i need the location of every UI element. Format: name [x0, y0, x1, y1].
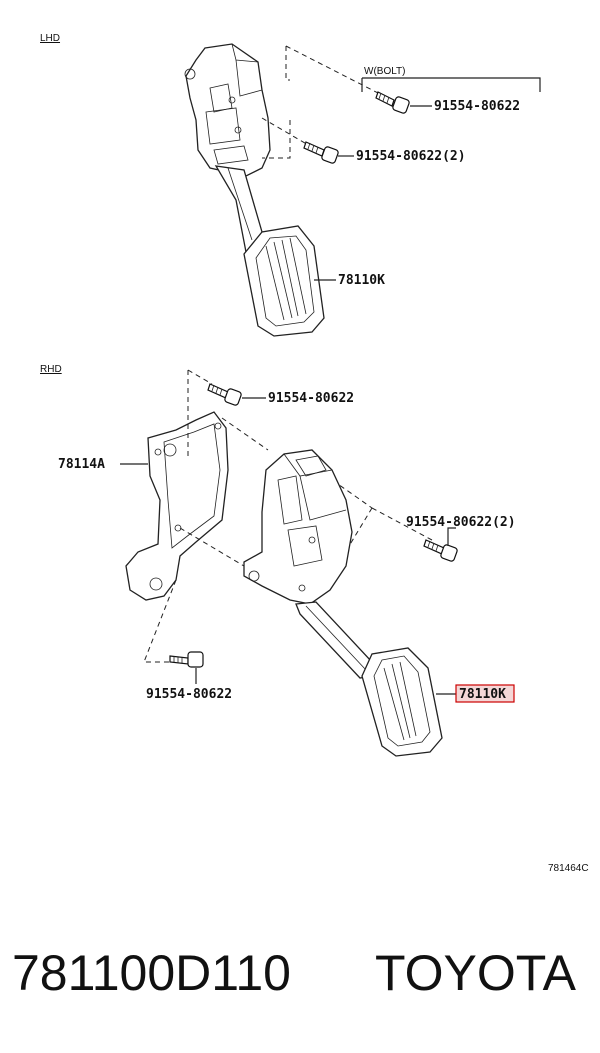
rhd-bolt-label-right: 91554-80622(2)	[406, 515, 516, 530]
lhd-pedal-label: 78110K	[338, 273, 385, 288]
lhd-bolt-1	[375, 91, 410, 114]
diagram-code: 781464C	[548, 863, 589, 874]
rhd-bolt-label-bottom: 91554-80622	[146, 687, 232, 702]
rhd-bolt-bottom	[169, 651, 204, 668]
lhd-pedal-assembly	[184, 43, 325, 337]
rhd-bolt-label-top: 91554-80622	[268, 391, 354, 406]
lhd-bolt-2	[303, 141, 339, 164]
rhd-bracket	[125, 411, 229, 601]
w-bolt-bracket	[361, 77, 541, 92]
lhd-bolt-label-2: 91554-80622(2)	[356, 149, 466, 164]
rhd-pedal-assembly	[243, 449, 443, 757]
rhd-bolt-top	[207, 383, 242, 406]
highlighted-part-box	[455, 684, 515, 703]
section-label-lhd: LHD	[40, 33, 60, 44]
rhd-bolt-right	[423, 539, 458, 562]
w-bolt-note: W(BOLT)	[364, 66, 405, 77]
section-label-rhd: RHD	[40, 364, 62, 375]
rhd-pedal-label: 78110K	[459, 687, 506, 702]
rhd-bracket-label: 78114A	[58, 457, 105, 472]
lhd-guide-top	[285, 46, 290, 81]
lhd-bolt-label-1: 91554-80622	[434, 99, 520, 114]
footer-brand: TOYOTA	[375, 945, 577, 1001]
footer-part-number: 781100D110	[12, 945, 291, 1001]
